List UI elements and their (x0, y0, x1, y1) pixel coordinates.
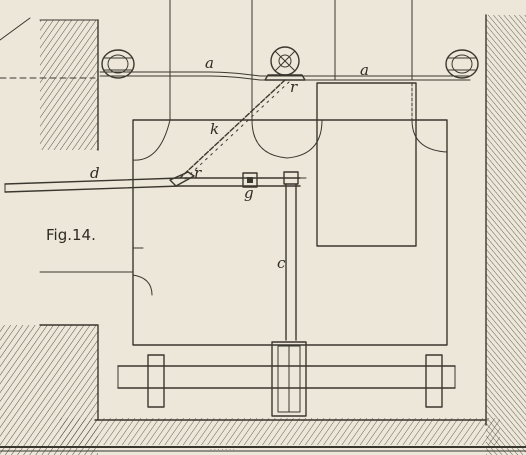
label-d: d (90, 164, 100, 182)
left-rock-wall-upper (39, 19, 99, 151)
center-pulley (264, 46, 306, 81)
label-a-right: a (360, 61, 369, 79)
main-frame (132, 119, 448, 346)
lever-d (4, 171, 301, 193)
svg-text:· · · · · · ·: · · · · · · · (210, 447, 235, 454)
right-pulley (445, 49, 479, 79)
top-rope (99, 71, 471, 81)
block-g (242, 172, 258, 188)
label-a-left: a (205, 54, 214, 72)
label-r-left: r (194, 164, 202, 182)
label-r-top: r (290, 78, 298, 96)
rod-c (283, 171, 307, 341)
label-c: c (277, 254, 286, 272)
right-rock-wall (485, 14, 526, 455)
bottom-edge: · · · · · · · (0, 446, 526, 454)
axle-assembly (117, 341, 456, 417)
label-g: g (244, 184, 254, 202)
label-k: k (210, 120, 219, 138)
shaft-lines (169, 0, 413, 121)
left-pulley (101, 49, 135, 79)
figure-title: Fig.14. (46, 226, 96, 244)
dashed-guide (0, 17, 134, 273)
chain-k (179, 79, 290, 181)
inner-box (316, 82, 417, 247)
floor-rock (60, 418, 500, 445)
